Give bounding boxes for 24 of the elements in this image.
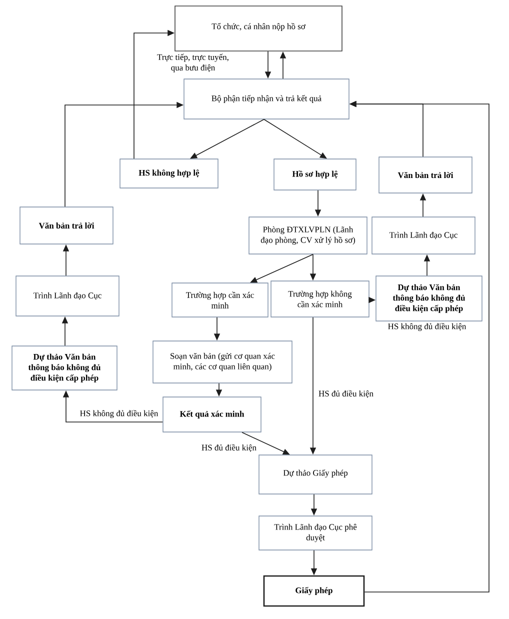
edge-label: Trực tiếp, trực tuyến, qua bưu điện [157,54,228,72]
process-box: Soạn văn bản (gửi cơ quan xác minh, các cơ quan liên quan) [152,340,292,384]
process-box: Trình Lãnh đạo Cục phê duyệt [258,516,372,550]
edge-label: HS đủ điều kiện [318,390,374,398]
process-box: Phòng ĐTXLVPLN (Lãnh đạo phòng, CV xử lý hồ sơ) [248,216,368,254]
process-box: Dự thảo Giấy phép [258,454,372,494]
edge-label: HS đủ điều kiện [202,444,256,452]
process-box: Bộ phận tiếp nhận và trả kết quả [184,78,350,120]
process-box: Giấy phép [263,575,365,607]
process-box: Trường hợp cần xác minh [172,282,268,318]
process-box: Trường hợp không cần xác minh [270,280,370,318]
process-box: Trình Lãnh đạo Cục [372,216,476,254]
process-box: Tổ chức, cá nhân nộp hồ sơ [174,6,342,52]
process-box: HS không hợp lệ [120,158,218,188]
process-box: Văn bản trả lời [20,206,114,244]
arrow [264,118,327,159]
process-box: Dự thảo Văn bản thông báo không đủ điều kiện cấp phép [376,276,482,322]
process-box: Kết quả xác minh [162,396,262,432]
process-box: Văn bản trả lời [378,156,472,194]
note-text: HS không đủ điều kiện [388,323,466,331]
process-box: Trình Lãnh đạo Cục [16,276,120,316]
process-box: Dự thảo Văn bản thông báo không đủ điều kiện cấp phép [12,346,118,390]
process-box: Hồ sơ hợp lệ [274,158,356,190]
edge-label: HS không đủ điều kiện [80,410,158,418]
